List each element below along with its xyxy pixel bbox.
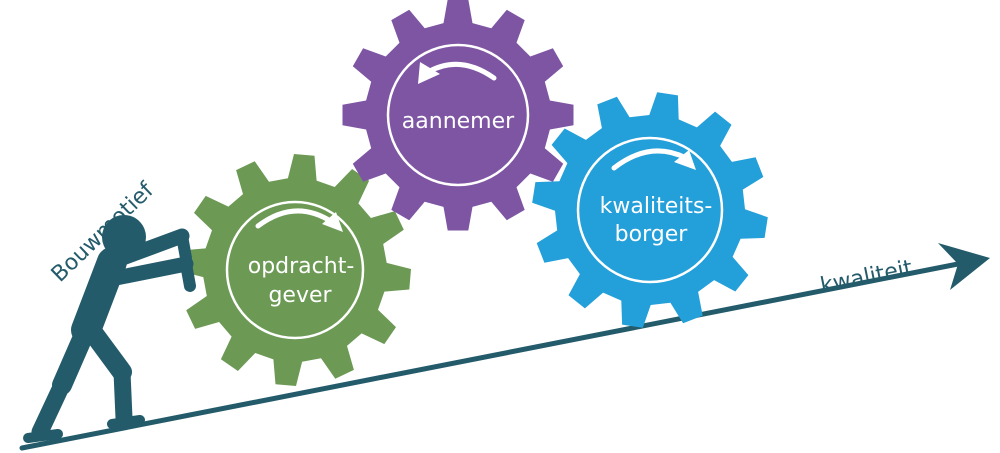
- slope-line: [19, 261, 961, 451]
- figure-shin-back: [31, 376, 71, 441]
- axis-label: kwaliteit: [818, 256, 915, 299]
- gear-purple-ring: [386, 43, 530, 187]
- gear-opdrachtgever: opdracht- gever: [179, 154, 411, 386]
- pushing-person-figure: [23, 215, 196, 443]
- figure-arm-lower: [98, 256, 194, 288]
- rotate-cw-arrowhead: [674, 150, 696, 170]
- figure-foot-back: [23, 429, 63, 443]
- gear-green-body: [179, 154, 411, 386]
- gear-kwaliteitsborger: kwaliteits- borger: [532, 92, 768, 328]
- gear-green-label-line1: opdracht-: [248, 254, 355, 279]
- rotate-ccw-arrowhead: [418, 62, 440, 84]
- rotate-ccw-arrow-icon: [425, 61, 497, 81]
- rotate-cw-arrow-icon: [255, 208, 335, 229]
- gear-blue-label-line1: kwaliteits-: [600, 194, 713, 219]
- gear-green-ring: [225, 200, 365, 340]
- gear-green-label-line2: gever: [268, 283, 332, 308]
- figure-hand-upper: [176, 230, 192, 264]
- gear-blue-body: [532, 92, 768, 328]
- gear-blue-ring: [576, 136, 724, 284]
- gear-blue-label-line2: borger: [615, 222, 689, 247]
- gear-purple-label: aannemer: [402, 109, 515, 134]
- slope-arrowhead: [938, 243, 990, 290]
- quality-slope-arrow: [19, 243, 990, 451]
- gear-purple-body: [342, 0, 574, 231]
- figure-foot-front: [107, 415, 145, 429]
- rotate-cw-arrow-icon: [611, 148, 689, 171]
- rotate-cw-arrowhead: [322, 212, 343, 232]
- figure-leg-back: [52, 320, 96, 395]
- gear-aannemer: aannemer: [342, 0, 574, 231]
- figure-arm-upper: [104, 228, 190, 270]
- figure-hand-lower: [180, 258, 196, 292]
- figure-shin-front: [113, 363, 133, 427]
